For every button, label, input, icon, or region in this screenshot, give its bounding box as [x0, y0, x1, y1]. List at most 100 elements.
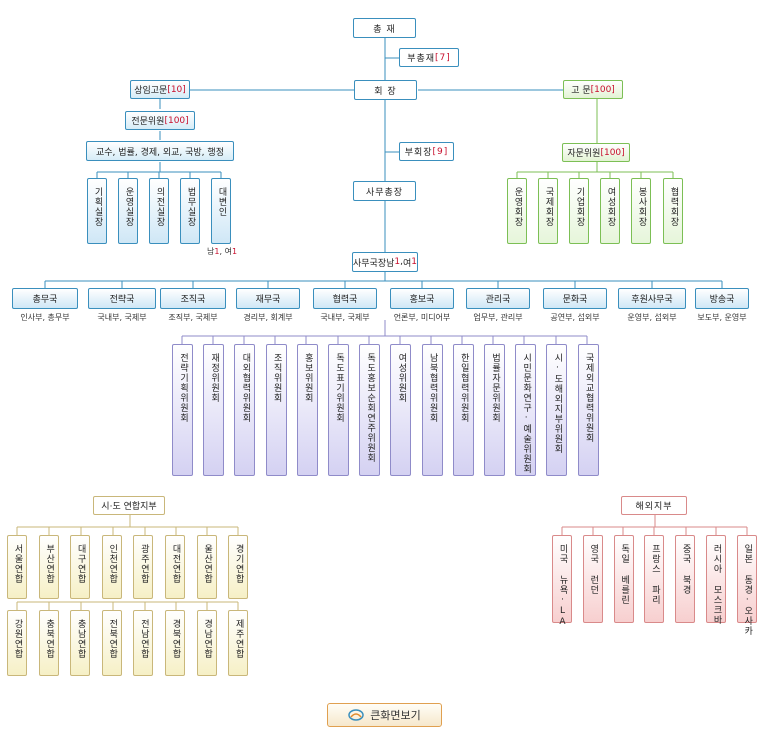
- committee-box: 국제외교협력위원회: [577, 344, 599, 476]
- standing-advisor-label: 상임고문: [134, 86, 168, 96]
- office-box-label: 대변인: [216, 187, 227, 217]
- note-male: 남: [207, 247, 215, 256]
- department-sub: 조직부, 국제부: [168, 313, 218, 322]
- vice-president-label: 부총재: [407, 54, 436, 64]
- department-box-label: 재무국: [255, 295, 281, 305]
- regional-box: 전남연합: [133, 610, 154, 676]
- department-sub: 운영부, 섭외부: [627, 313, 677, 322]
- expert-committee-box: 전문위원 [100]: [125, 111, 195, 130]
- overseas-title-box: 해외지부: [621, 496, 687, 515]
- department-box-label: 홍보국: [409, 295, 435, 305]
- consult-sub-box: 협력회장: [663, 178, 683, 244]
- office-box: 의전실장: [149, 178, 169, 244]
- vice-chair-count: [9]: [432, 146, 449, 157]
- regional-title-box: 시·도 연합지부: [93, 496, 165, 515]
- department-box: 전략국: [88, 288, 156, 309]
- overseas-box-label: 미국 뉴욕·LA: [557, 544, 568, 628]
- office-box-label: 운영실장: [123, 187, 134, 227]
- zoom-view-label: 큰화면보기: [370, 709, 421, 722]
- overseas-box-label: 독일 베를린: [619, 544, 630, 605]
- regional-box: 경남연합: [196, 610, 217, 676]
- committee-box-label: 재정위원회: [209, 353, 220, 403]
- consult-sub-box-label: 봉사회장: [636, 187, 647, 227]
- department-box: 총무국: [12, 288, 78, 309]
- department-box: 문화국: [543, 288, 607, 309]
- department-box-label: 협력국: [332, 295, 358, 305]
- regional-box-label: 경남연합: [202, 619, 213, 659]
- secretariat-chief-male-count: 1: [394, 257, 401, 267]
- regional-box-label: 전남연합: [138, 619, 149, 659]
- regional-box-label: 대구연합: [75, 544, 86, 584]
- consult-sub-box-label: 국제회장: [543, 187, 554, 227]
- department-box-label: 후원사무국: [631, 295, 673, 305]
- zoom-view-button[interactable]: 큰화면보기: [327, 703, 442, 727]
- department-box-label: 문화국: [562, 295, 588, 305]
- department-box: 재무국: [236, 288, 300, 309]
- regional-box: 충북연합: [38, 610, 59, 676]
- department-box-label: 조직국: [180, 295, 206, 305]
- department-box: 후원사무국: [618, 288, 686, 309]
- regional-box-label: 충북연합: [44, 619, 55, 659]
- consult-sub-box: 국제회장: [538, 178, 558, 244]
- regional-box: 울산연합: [196, 535, 217, 599]
- department-sub: 보도부, 운영부: [697, 313, 747, 322]
- regional-box-label: 부산연합: [44, 544, 55, 584]
- overseas-box-label: 일본 동경·오사카: [742, 544, 753, 636]
- vice-chair-box: 부회장 [9]: [399, 142, 454, 161]
- regional-box: 인천연합: [101, 535, 122, 599]
- office-box-label: 의전실장: [154, 187, 165, 227]
- office-box: 법무실장: [180, 178, 200, 244]
- office-box: 기획실장: [87, 178, 107, 244]
- consult-committee-box: 자문위원 [100]: [562, 143, 630, 162]
- regional-box-label: 전북연합: [107, 619, 118, 659]
- consult-sub-box-label: 여성회장: [605, 187, 616, 227]
- regional-box: 제주연합: [228, 610, 249, 676]
- committee-box-label: 조직위원회: [271, 353, 282, 403]
- advisor-label: 고 문: [571, 86, 591, 96]
- regional-box: 충남연합: [70, 610, 91, 676]
- regional-box-label: 경기연합: [233, 544, 244, 584]
- regional-box-label: 충남연합: [75, 619, 86, 659]
- regional-box: 대구연합: [70, 535, 91, 599]
- secretary-general-box: 사무총장: [353, 181, 416, 201]
- regional-box-label: 서울연합: [12, 544, 23, 584]
- magnifier-icon: [348, 708, 364, 722]
- committee-box: 독도표기위원회: [328, 344, 349, 476]
- expert-committee-count: [100]: [164, 115, 189, 126]
- office-box-label: 법무실장: [185, 187, 196, 227]
- committee-box-label: 시·도해외지부위원회: [552, 353, 563, 454]
- department-box: 방송국: [695, 288, 749, 309]
- consult-sub-box: 기업회장: [569, 178, 589, 244]
- vice-president-box: 부총재 [7]: [399, 48, 459, 67]
- department-box-label: 관리국: [485, 295, 511, 305]
- department-sub: 공연부, 섭외부: [550, 313, 600, 322]
- committee-box-label: 독도표기위원회: [334, 353, 344, 423]
- standing-advisor-box: 상임고문 [10]: [130, 80, 190, 99]
- consult-sub-box: 봉사회장: [631, 178, 651, 244]
- committee-box: 재정위원회: [203, 344, 225, 476]
- regional-title: 시·도 연합지부: [101, 502, 157, 512]
- department-sub: 국내부, 국제부: [320, 313, 370, 322]
- committee-box-label: 남북협력위원회: [427, 353, 438, 423]
- expert-committee-label: 전문위원: [131, 117, 165, 127]
- secretariat-chief-female: 여: [403, 258, 412, 269]
- committee-box: 시·도해외지부위원회: [546, 344, 568, 476]
- department-box: 홍보국: [390, 288, 454, 309]
- department-sub: 언론부, 미디어부: [393, 313, 451, 322]
- overseas-box: 프랑스 파리: [644, 535, 665, 623]
- office-box: 운영실장: [118, 178, 138, 244]
- advisor-count: [100]: [590, 84, 615, 95]
- committee-box-label: 국제외교협력위원회: [583, 353, 594, 443]
- regional-box: 전북연합: [101, 610, 122, 676]
- committee-box-label: 독도홍보순회연주위원회: [365, 353, 376, 463]
- expert-fields-box: 교수, 법률, 경제, 외교, 국방, 행정: [86, 141, 234, 161]
- committee-box-label: 한일협력위원회: [458, 353, 469, 423]
- overseas-box: 일본 동경·오사카: [736, 535, 757, 636]
- overseas-box-label: 프랑스 파리: [649, 544, 660, 605]
- consult-sub-box: 여성회장: [600, 178, 620, 244]
- committee-box: 여성위원회: [390, 344, 412, 476]
- consult-committee-label: 자문위원: [567, 149, 601, 159]
- secretariat-chief-male: 남: [386, 258, 395, 269]
